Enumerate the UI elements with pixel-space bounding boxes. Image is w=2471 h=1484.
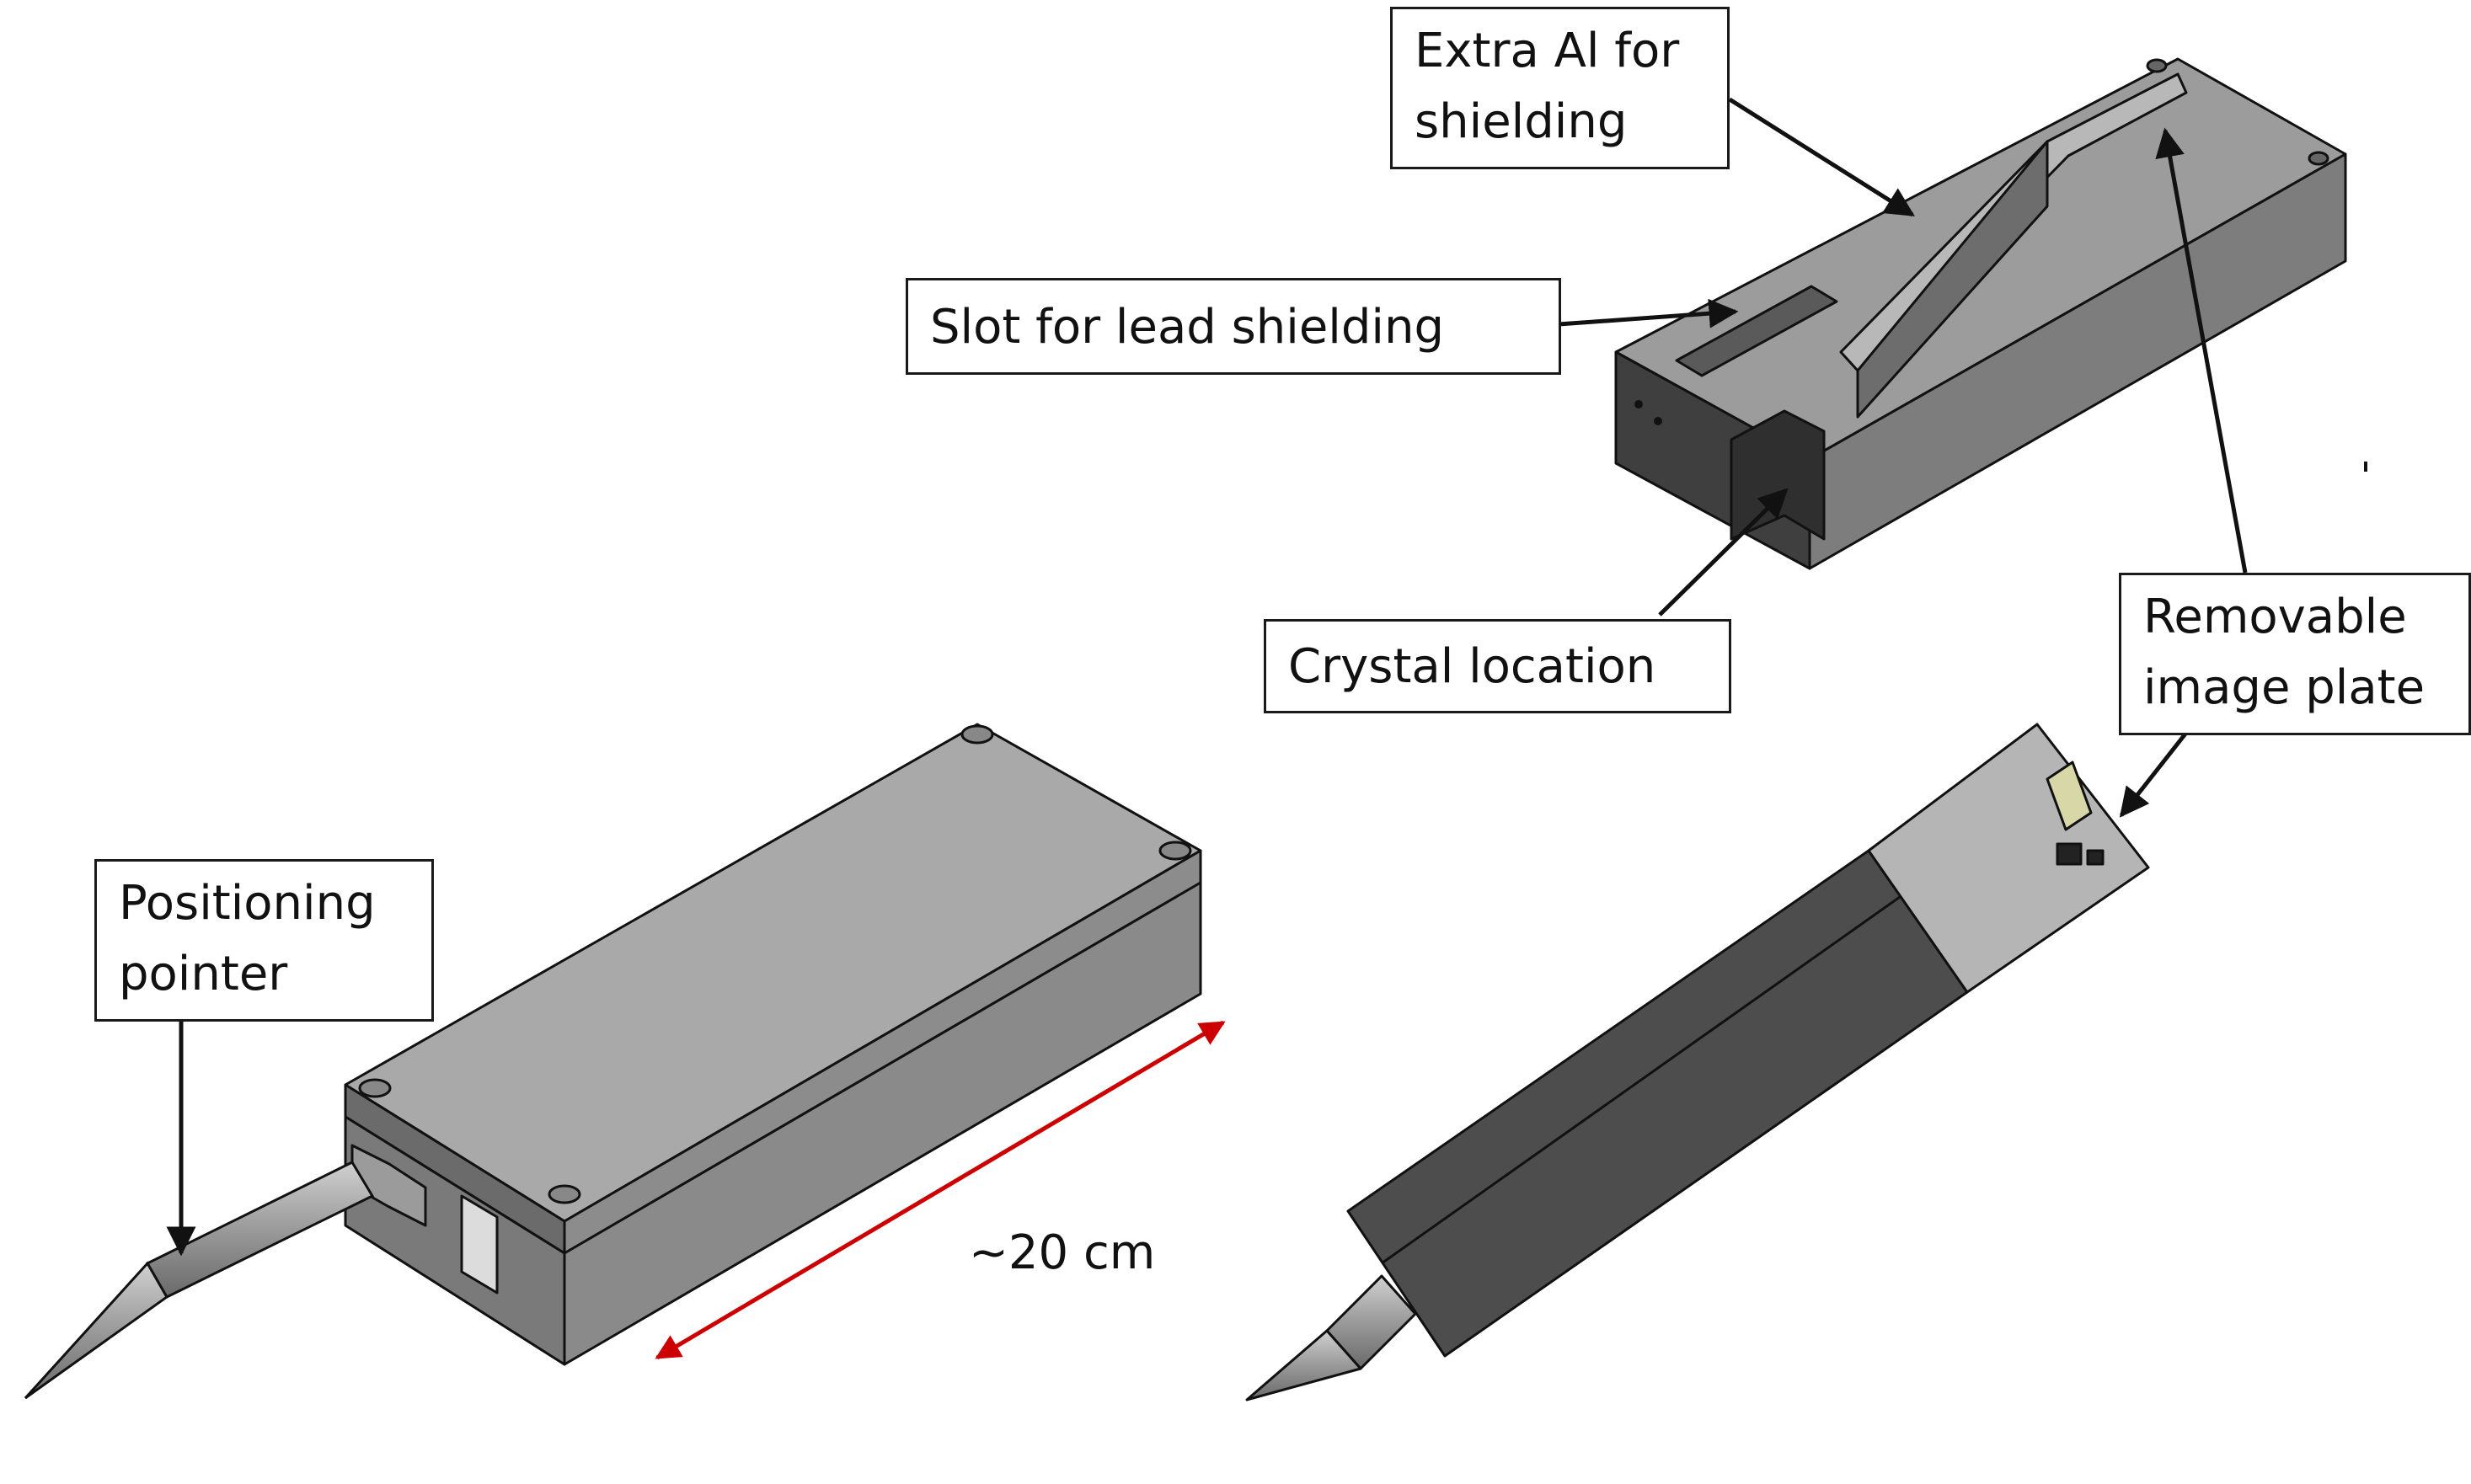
plate-clip bbox=[2086, 849, 2105, 866]
label-slot-lead: Slot for lead shielding bbox=[906, 278, 1561, 375]
arrow-slot-lead bbox=[1558, 298, 1739, 328]
label-slot-lead-text: Slot for lead shielding bbox=[930, 300, 1444, 355]
arrow-extra-al bbox=[1728, 97, 1915, 217]
dimension-arrow bbox=[655, 1020, 1226, 1360]
image-plate bbox=[2046, 761, 2093, 831]
positioning-pointer bbox=[24, 1161, 375, 1400]
label-positioning-pointer-line1: Positioning bbox=[119, 876, 376, 931]
arrow-removable-top bbox=[2155, 127, 2248, 574]
pointer-cone bbox=[24, 1261, 168, 1400]
screw-hole bbox=[1634, 400, 1643, 408]
tilted-box bbox=[1245, 723, 2150, 1401]
label-crystal-location: Crystal location bbox=[1264, 619, 1731, 713]
lid-screw bbox=[960, 724, 994, 745]
label-positioning-pointer-line2: pointer bbox=[119, 947, 288, 1001]
screw-hole bbox=[1654, 417, 1662, 425]
arrow-removable-bottom bbox=[2119, 731, 2188, 818]
lid-screw bbox=[1158, 841, 1192, 861]
label-extra-al: Extra Al for shielding bbox=[1390, 7, 1730, 169]
leader-arrows bbox=[166, 97, 2248, 1257]
crystal-notch bbox=[1730, 409, 1826, 541]
screw-hole bbox=[2308, 151, 2329, 166]
open-housing-front-face bbox=[1808, 152, 2347, 570]
label-removable-plate: Removable image plate bbox=[2119, 573, 2471, 735]
lead-slot bbox=[1675, 285, 1838, 377]
arrow-crystal bbox=[1658, 488, 1789, 617]
label-extra-al-line1: Extra Al for bbox=[1415, 24, 1680, 78]
tilted-edge bbox=[1381, 895, 1901, 1265]
lid-screw bbox=[548, 1184, 581, 1204]
label-positioning-pointer: Positioning pointer bbox=[94, 859, 434, 1022]
plate-clip bbox=[2056, 842, 2083, 866]
label-crystal-location-text: Crystal location bbox=[1288, 639, 1656, 694]
dimension-label: ~20 cm bbox=[969, 1225, 1156, 1280]
label-removable-plate-line1: Removable bbox=[2143, 590, 2407, 644]
tilted-pointer-cone bbox=[1245, 1329, 1362, 1401]
tilted-side bbox=[1346, 849, 1969, 1358]
al-strip-side bbox=[1856, 140, 2049, 419]
body-window bbox=[460, 1194, 499, 1294]
screw-hole bbox=[2146, 58, 2168, 73]
lid-screw bbox=[358, 1078, 392, 1098]
label-removable-plate-line2: image plate bbox=[2143, 660, 2426, 715]
label-extra-al-line2: shielding bbox=[1415, 94, 1628, 149]
